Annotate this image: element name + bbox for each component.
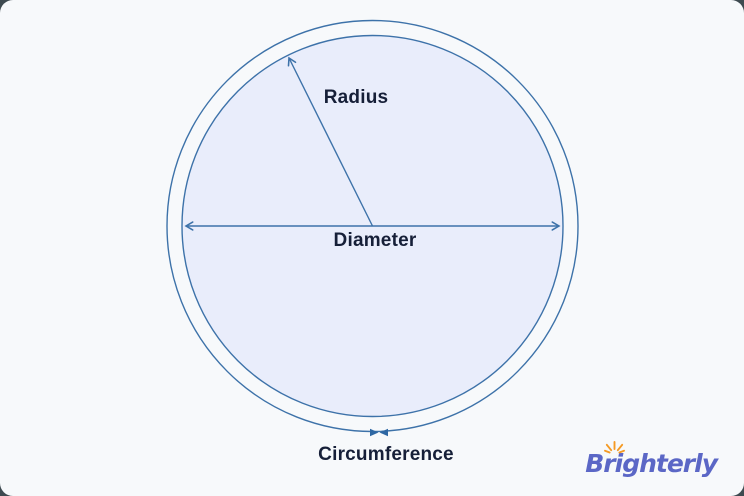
circumference-arrow-right [379, 428, 388, 437]
circumference-arrow-left [370, 428, 379, 437]
diameter-label: Diameter [333, 230, 417, 251]
sun-rays-icon [604, 441, 626, 454]
brighterly-logo-text: Brighterly [585, 449, 718, 478]
circumference-label: Circumference [318, 444, 454, 465]
radius-label: Radius [323, 87, 389, 108]
radius-line [287, 56, 374, 227]
brighterly-logo: Brighterly [585, 441, 718, 487]
